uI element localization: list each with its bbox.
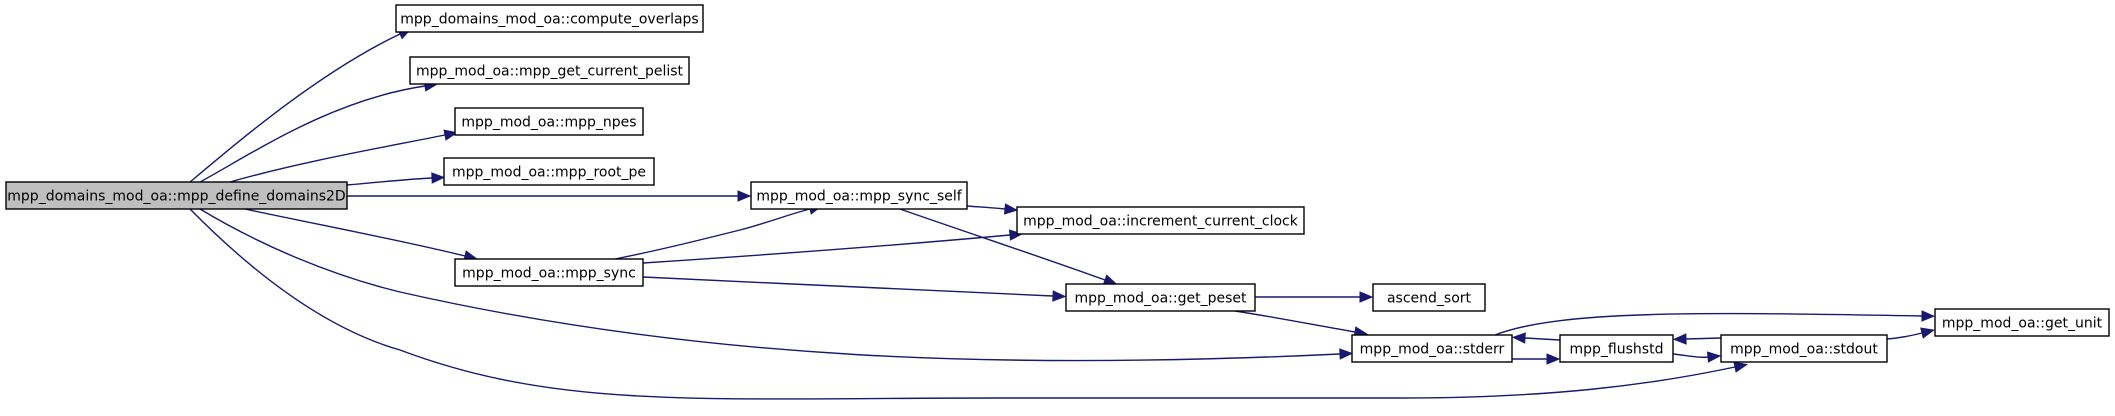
arrowhead — [1339, 348, 1354, 360]
node-get-unit[interactable]: mpp_mod_oa::get_unit — [1934, 308, 2110, 337]
arrowhead — [1102, 274, 1118, 286]
node-label: mpp_flushstd — [1570, 342, 1664, 358]
edge-stdout-to-get_unit — [1886, 327, 1935, 340]
edge-line — [189, 208, 1736, 400]
edge-define2d-to-compute_overlaps — [189, 28, 413, 183]
node-label: mpp_mod_oa::get_unit — [1942, 316, 2103, 332]
node-box — [1720, 334, 1888, 363]
node-ascend-sort[interactable]: ascend_sort — [1372, 283, 1486, 312]
node-label: mpp_mod_oa::get_peset — [1075, 291, 1247, 307]
nodes-layer: mpp_domains_mod_oa::mpp_define_domains2D… — [5, 4, 2110, 363]
edge-sync-to-increment_clock — [642, 229, 1024, 264]
node-box — [454, 107, 644, 136]
edge-define2d-to-get_current_pelist — [199, 80, 439, 183]
edge-define2d-to-npes — [229, 129, 459, 183]
node-label: mpp_mod_oa::mpp_sync_self — [756, 189, 962, 205]
arrowhead — [1546, 353, 1561, 365]
arrowhead — [443, 129, 459, 141]
arrowhead — [1052, 290, 1067, 302]
node-box — [395, 4, 704, 33]
node-stderr[interactable]: mpp_mod_oa::stderr — [1351, 334, 1513, 363]
node-label: mpp_mod_oa::mpp_root_pe — [452, 165, 646, 181]
edge-define2d-to-root_pe — [346, 172, 446, 186]
edge-line — [1886, 332, 1923, 340]
edge-line — [199, 208, 1341, 362]
arrowhead — [1733, 361, 1749, 373]
node-label: mpp_mod_oa::stderr — [1360, 342, 1505, 358]
edge-line — [189, 33, 401, 183]
node-define2d[interactable]: mpp_domains_mod_oa::mpp_define_domains2D — [5, 181, 348, 210]
node-flushstd[interactable]: mpp_flushstd — [1559, 334, 1674, 363]
edge-line — [1494, 312, 1923, 336]
edge-flushstd-to-stdout — [1672, 351, 1722, 363]
node-box — [454, 258, 644, 287]
node-compute-overlaps[interactable]: mpp_domains_mod_oa::compute_overlaps — [395, 4, 704, 33]
node-label: mpp_mod_oa::stdout — [1730, 342, 1878, 358]
node-box — [750, 181, 968, 210]
arrowhead — [1706, 351, 1722, 363]
edge-line — [244, 208, 466, 257]
edge-line — [1685, 337, 1722, 340]
edge-define2d-to-stderr — [199, 208, 1354, 362]
arrowhead — [737, 190, 752, 202]
node-box — [1065, 283, 1256, 312]
edge-get_peset-to-ascend_sort — [1255, 291, 1374, 303]
edge-stderr-to-get_unit — [1494, 310, 1936, 336]
edge-sync-to-sync_self — [614, 203, 823, 260]
edge-line — [642, 276, 1054, 297]
node-box — [1559, 334, 1674, 363]
node-label: mpp_mod_oa::mpp_get_current_pelist — [416, 64, 684, 80]
node-box — [1934, 308, 2110, 337]
arrowhead — [1920, 327, 1935, 339]
arrowhead — [1359, 291, 1374, 303]
node-box — [1372, 283, 1486, 312]
arrowhead — [1511, 332, 1526, 344]
arrowhead — [431, 172, 446, 184]
edge-stdout-to-flushstd — [1672, 333, 1722, 345]
node-increment-clock[interactable]: mpp_mod_oa::increment_current_clock — [1016, 206, 1305, 235]
edge-line — [346, 177, 433, 186]
arrowhead — [1921, 310, 1936, 322]
node-box — [1016, 206, 1305, 235]
arrowhead — [1003, 203, 1019, 215]
edge-define2d-to-stdout — [189, 208, 1749, 400]
node-stdout[interactable]: mpp_mod_oa::stdout — [1720, 334, 1888, 363]
edge-stderr-to-flushstd — [1512, 353, 1561, 365]
node-label: mpp_mod_oa::mpp_npes — [461, 115, 636, 131]
edge-sync-to-get_peset — [642, 276, 1067, 302]
edge-get_peset-to-stderr — [1234, 310, 1369, 338]
edge-define2d-to-sync — [244, 208, 478, 262]
edge-line — [1524, 337, 1561, 341]
node-label: mpp_domains_mod_oa::compute_overlaps — [400, 12, 698, 28]
node-sync[interactable]: mpp_mod_oa::mpp_sync — [454, 258, 644, 287]
edge-line — [199, 85, 426, 183]
node-box — [443, 157, 655, 186]
node-box — [5, 181, 348, 210]
node-npes[interactable]: mpp_mod_oa::mpp_npes — [454, 107, 644, 136]
arrowhead — [1672, 333, 1687, 345]
node-label: mpp_domains_mod_oa::mpp_define_domains2D — [7, 189, 345, 205]
node-label: mpp_mod_oa::mpp_sync — [462, 266, 636, 282]
node-label: ascend_sort — [1387, 291, 1472, 307]
edges-layer — [189, 28, 1936, 400]
edge-define2d-to-sync_self — [347, 190, 752, 202]
edge-line — [229, 134, 446, 183]
node-box — [409, 56, 690, 85]
edge-line — [1234, 310, 1356, 333]
node-label: mpp_mod_oa::increment_current_clock — [1023, 214, 1299, 230]
node-get-peset[interactable]: mpp_mod_oa::get_peset — [1065, 283, 1256, 312]
edge-line — [966, 205, 1006, 210]
node-sync-self[interactable]: mpp_mod_oa::mpp_sync_self — [750, 181, 968, 210]
edge-line — [899, 208, 1106, 281]
node-root-pe[interactable]: mpp_mod_oa::mpp_root_pe — [443, 157, 655, 186]
node-box — [1351, 334, 1513, 363]
edge-flushstd-to-stderr — [1511, 332, 1561, 344]
edge-line — [614, 208, 811, 260]
edge-line — [642, 234, 1011, 264]
arrowhead — [1008, 229, 1024, 241]
edge-line — [1672, 353, 1709, 358]
node-get-current-pelist[interactable]: mpp_mod_oa::mpp_get_current_pelist — [409, 56, 690, 85]
edge-sync_self-to-increment_clock — [966, 203, 1019, 215]
